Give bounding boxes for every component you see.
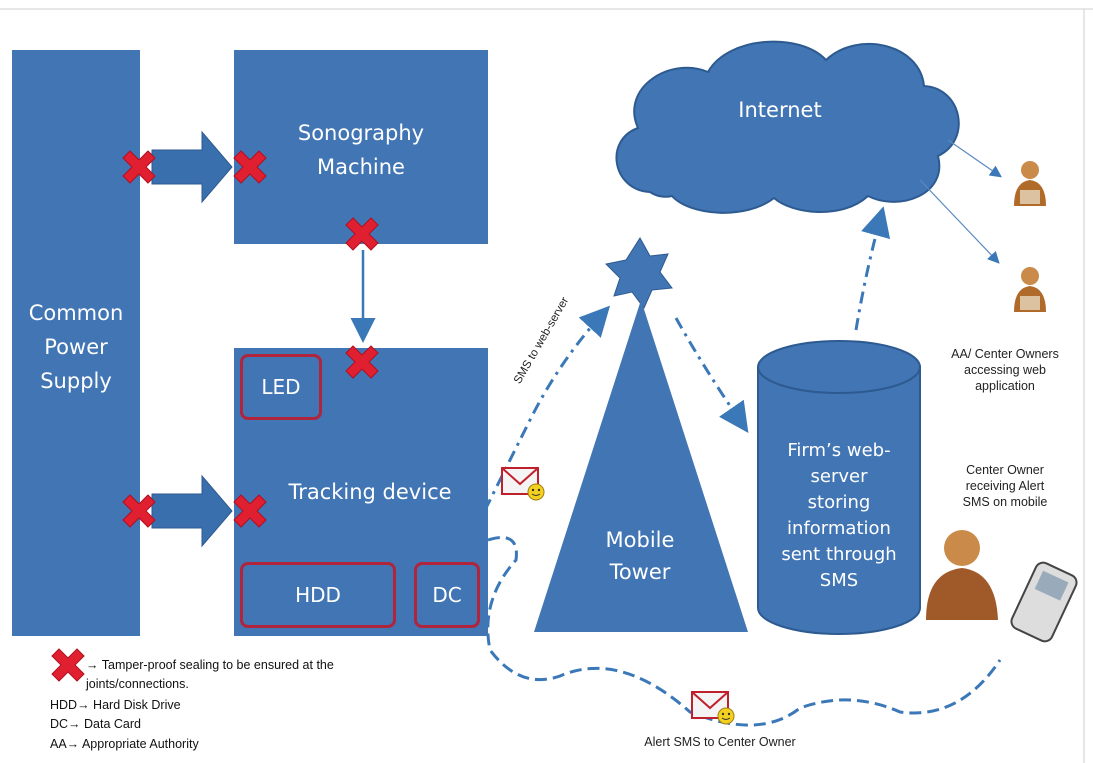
person-icon [1014,161,1046,206]
alert-sms-path [486,536,1002,727]
caption-line: SMS on mobile [962,495,1048,509]
mobile-tower [534,300,748,632]
server-line: Firm’s web- [787,440,891,461]
power-supply-line: Supply [40,369,112,393]
web-server-cylinder [757,366,921,635]
legend-seal-cont: joints/connections. [86,677,189,691]
power-supply-line: Common [28,301,124,325]
power-supply-label: Common Power Supply [12,296,140,398]
internet-to-user-arrow [947,139,1002,178]
sms-envelope-icon [691,691,735,725]
person-icon [926,530,998,620]
server-to-internet-arrow [854,206,891,331]
server-line: sent through [781,544,897,565]
person-icon [1014,267,1046,312]
tracking-device-block [234,348,488,636]
dc-box: DC [414,562,480,628]
tracking-device-label: Tracking device [288,480,452,504]
sonography-line: Sonography [297,121,425,145]
web-users-caption: AA/ Center Owners accessing web applicat… [924,346,1086,394]
server-label: Firm’s web- server storing information s… [758,438,920,594]
sms-envelope-icon [501,467,545,501]
sonography-label: Sonography Machine [234,116,488,184]
alert-sms-label: Alert SMS to Center Owner [644,735,796,749]
tower-line: Tower [609,560,671,584]
tower-label: Mobile Tower [560,524,720,588]
internet-label: Internet [738,98,822,122]
caption-line: Center Owner [966,463,1044,477]
legend-dc: DC→ Data Card [50,717,141,731]
power-supply-line: Power [44,335,108,359]
caption-line: accessing web [964,363,1046,377]
legend-hdd: HDD→ Hard Disk Drive [50,698,181,712]
legend-seal: → Tamper-proof sealing to be ensured at … [86,658,334,672]
tamper-seal-icon [51,648,85,682]
tower-to-server-arrow [674,317,749,433]
caption-line: application [975,379,1035,393]
led-box: LED [240,354,322,420]
power-arrow-top [151,130,233,204]
power-arrow-bottom [151,474,233,548]
server-line: storing [807,492,871,513]
internet-to-user-arrow [919,179,1000,264]
server-line: information [787,518,891,539]
server-line: SMS [819,570,859,591]
power-supply-block [12,50,140,636]
sonography-line: Machine [317,155,405,179]
server-line: server [810,466,868,487]
sonography-block [234,50,488,244]
legend-aa: AA→ Appropriate Authority [50,737,199,751]
mobile-user-caption: Center Owner receiving Alert SMS on mobi… [930,462,1080,510]
caption-line: receiving Alert [965,479,1045,493]
tower-line: Mobile [605,528,675,552]
internet-cloud [615,40,960,214]
sms-to-server-arrow [483,305,611,511]
mobile-phone-icon [1010,561,1078,643]
tower-antenna-star [604,237,673,309]
hdd-box: HDD [240,562,396,628]
caption-line: AA/ Center Owners [951,347,1059,361]
